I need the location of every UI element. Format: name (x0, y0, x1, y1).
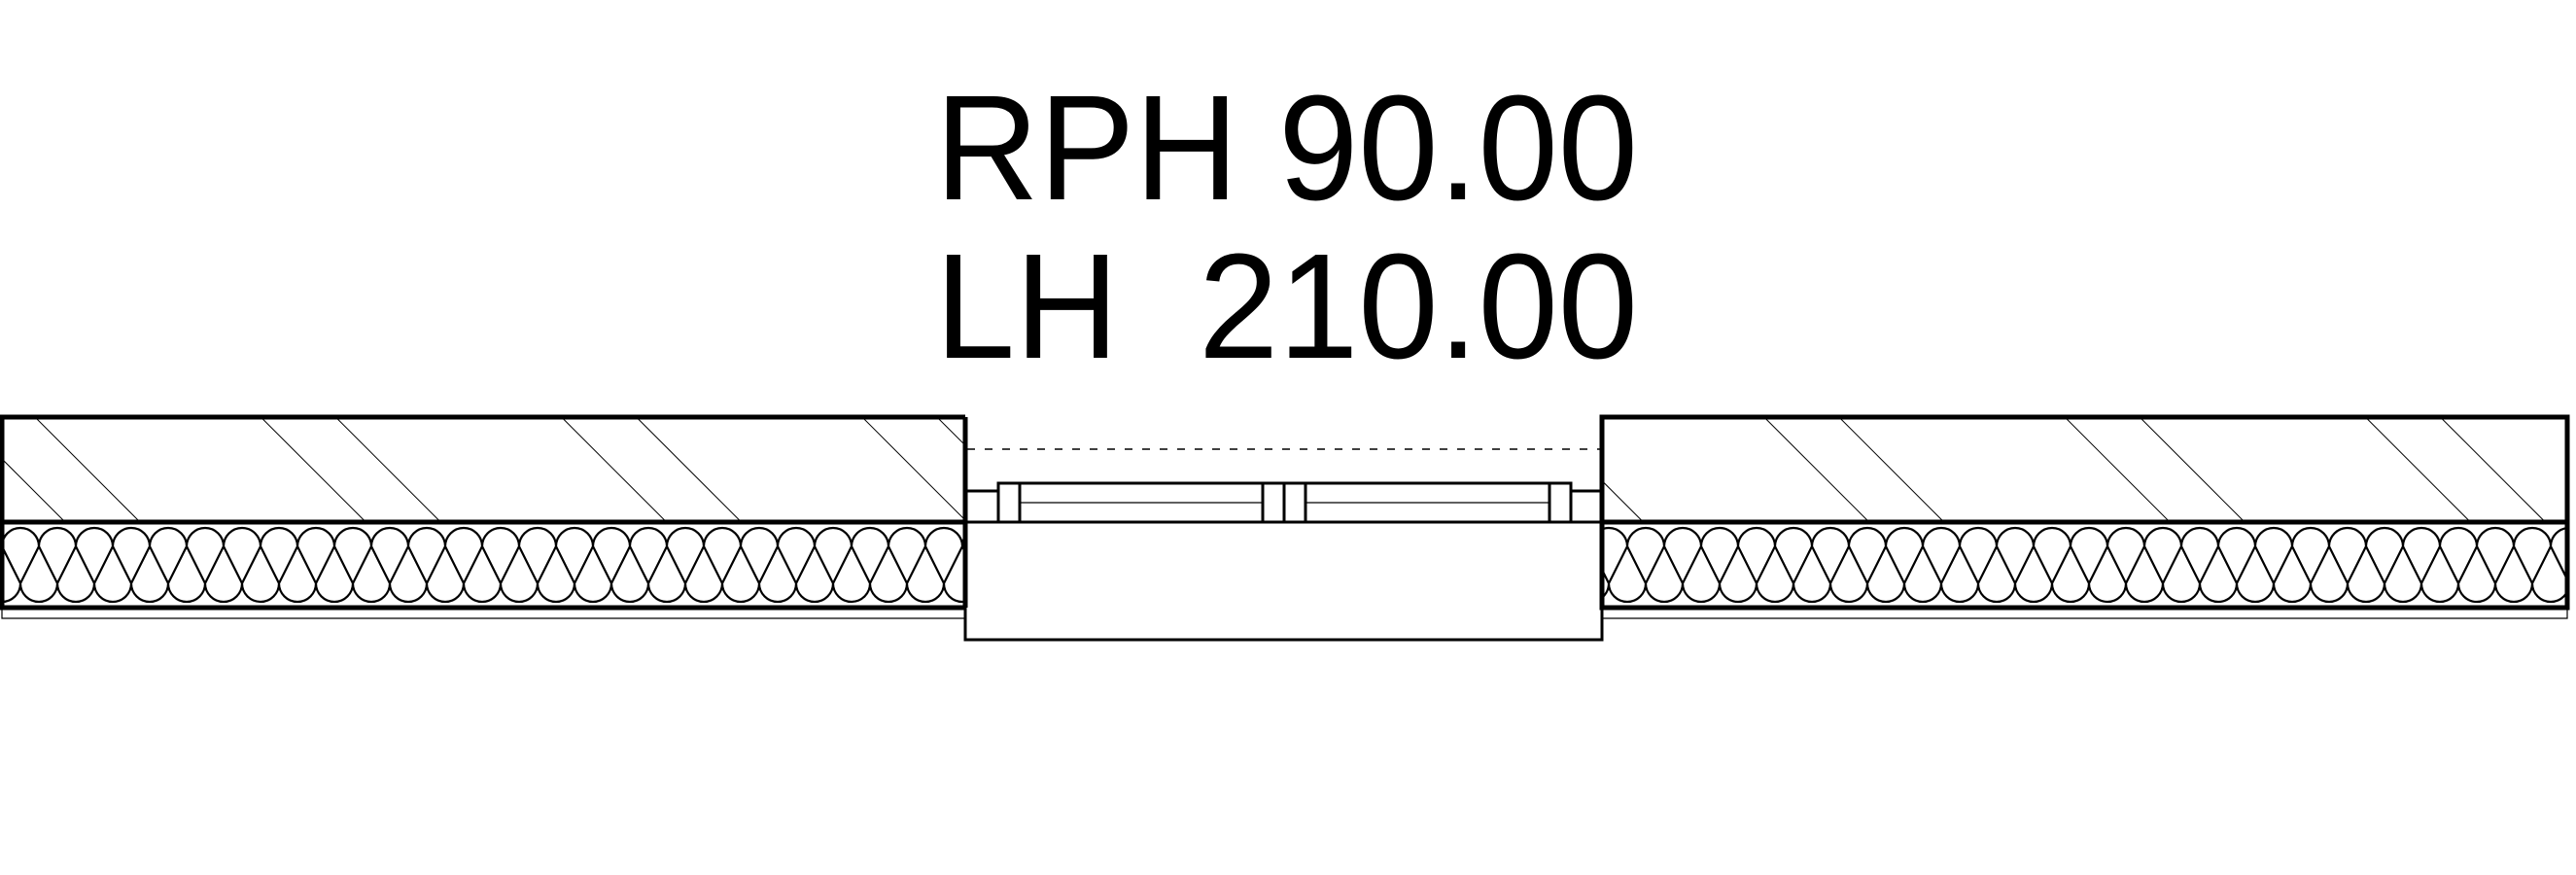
left-wall-hatch (2, 417, 965, 522)
left-wall-outline (0, 414, 965, 611)
label-line-rph: RPH 90.00 (935, 64, 1638, 231)
door-opening (963, 448, 1604, 642)
left-wall (0, 414, 968, 619)
door-leaf-frame (996, 481, 1573, 522)
right-wall-hatch (1602, 417, 2546, 522)
opening-box (963, 520, 1604, 642)
right-wall-insulation (1602, 526, 2567, 604)
label-line-lh: LH 210.00 (935, 223, 1638, 390)
left-wall-insulation (2, 526, 965, 604)
left-finish-line (1, 608, 965, 619)
right-finish-line (1602, 608, 2568, 619)
door-label: RPH 90.00 LH 210.00 (935, 64, 1638, 390)
right-wall (1599, 414, 2570, 619)
